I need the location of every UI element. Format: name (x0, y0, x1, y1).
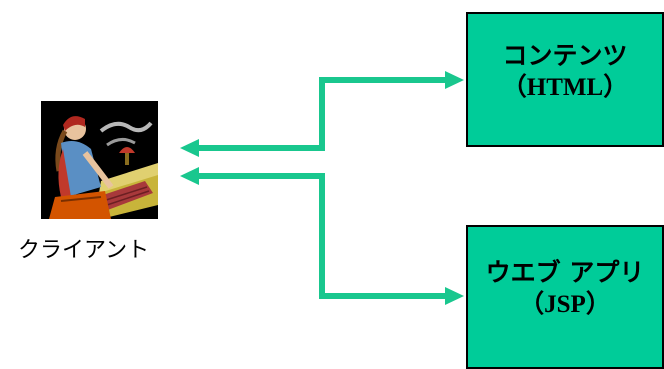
contents-subtitle: （HTML） (501, 74, 629, 101)
upper-arrowhead-left (180, 139, 199, 157)
webapp-box: ウエブ アプリ （JSP） (466, 225, 664, 369)
upper-arrowhead-right (445, 71, 464, 89)
lower-connector-line (194, 173, 450, 299)
webapp-subtitle: （JSP） (519, 291, 611, 318)
contents-box: コンテンツ （HTML） (466, 12, 664, 147)
client-person-icon (41, 101, 158, 219)
webapp-title: ウエブ アプリ (485, 258, 645, 287)
upper-connector-line (194, 77, 450, 151)
lower-arrowhead-right (445, 287, 464, 305)
contents-title: コンテンツ (502, 41, 628, 70)
lower-arrowhead-left (180, 167, 199, 185)
client-label: クライアント (18, 238, 150, 263)
